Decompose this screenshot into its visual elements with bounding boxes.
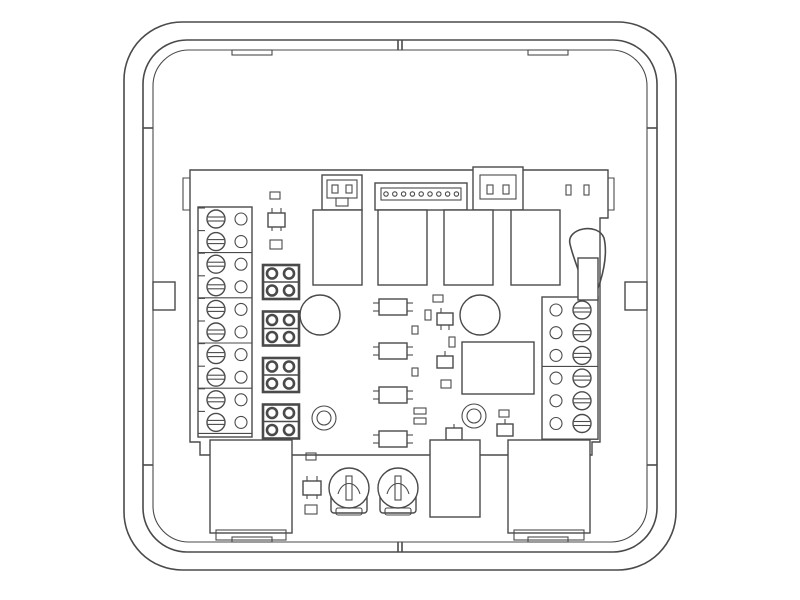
header-pin <box>427 191 433 197</box>
jumper-pin <box>282 406 296 420</box>
jumper-pin <box>265 423 279 437</box>
wire-entry <box>234 370 248 384</box>
jumper-pin <box>265 313 279 327</box>
screw-terminal <box>206 299 226 320</box>
header-pin <box>392 191 398 197</box>
jumper-pin <box>265 360 279 373</box>
pin-header-connector <box>374 182 468 211</box>
screw-terminal <box>572 391 592 411</box>
jumper-pin <box>265 377 279 390</box>
wire-entry <box>549 348 563 362</box>
header-pin <box>418 191 424 197</box>
jumper-blocks <box>261 263 301 440</box>
wire-entry <box>234 348 248 362</box>
transformer <box>429 439 481 518</box>
jumper-pin <box>282 330 296 344</box>
wire-entry <box>234 257 248 271</box>
wire-entry <box>234 302 248 316</box>
screw-terminal <box>572 300 592 320</box>
jumper-pin <box>282 313 296 327</box>
screw-terminal <box>206 254 226 274</box>
screw-terminal <box>206 344 226 365</box>
wire-entry <box>234 212 248 226</box>
screw-terminal <box>206 322 226 342</box>
screw-terminal <box>206 367 226 387</box>
top-connector-right <box>472 166 524 211</box>
screw-terminal <box>206 277 226 297</box>
wire-entry <box>549 326 563 340</box>
round-components <box>299 294 501 431</box>
screw-terminal <box>206 390 226 410</box>
bottom-entry-blocks <box>209 439 591 541</box>
jumper-pin <box>282 360 296 373</box>
jumper-pin <box>265 330 279 344</box>
header-pin <box>400 191 407 197</box>
capacitor-left <box>328 467 370 516</box>
top-connector-left <box>321 174 363 211</box>
wire-entry <box>234 415 248 429</box>
right-terminal-block <box>541 296 599 440</box>
jumper-pin <box>282 377 296 390</box>
wire-entry <box>549 394 563 408</box>
screw-terminal <box>572 368 592 388</box>
electrolytic-capacitors <box>328 467 419 516</box>
jumper-pin <box>282 423 296 437</box>
optocoupler <box>373 430 413 448</box>
optocoupler <box>373 342 413 360</box>
wire-entry <box>549 303 563 317</box>
screw-terminal <box>572 323 592 343</box>
ic-chip <box>461 341 535 395</box>
header-pin <box>444 191 451 197</box>
jumper-block <box>261 263 301 301</box>
left-terminal-block <box>197 206 253 438</box>
terminal-housing <box>541 296 599 440</box>
wire-entry <box>549 416 563 431</box>
optocoupler <box>373 298 413 316</box>
relays <box>312 209 561 286</box>
jumper-pin <box>265 406 279 420</box>
jumper-pin <box>265 267 279 280</box>
smd-components <box>267 191 514 515</box>
jumper-block <box>261 356 301 394</box>
screw-terminal <box>206 231 226 252</box>
header-pin <box>436 191 442 197</box>
jumper-pin <box>282 284 296 297</box>
jumper-pin <box>265 284 279 297</box>
optocoupler <box>373 386 413 404</box>
capacitor-right <box>377 467 419 516</box>
wire-entry <box>234 325 248 339</box>
screw-terminal <box>572 413 592 434</box>
led-indicators <box>565 184 590 196</box>
header-pin <box>383 191 389 197</box>
wire-entry <box>234 280 248 294</box>
jumper-pin <box>282 267 296 280</box>
optocouplers <box>373 298 413 448</box>
jumper-block <box>261 403 301 440</box>
jumper-block <box>261 310 301 347</box>
screw-terminal <box>572 345 592 366</box>
wire-entry <box>549 371 563 385</box>
cable-grommet <box>569 227 607 301</box>
screw-terminal <box>206 209 226 229</box>
wire-entry <box>234 235 248 249</box>
header-pin <box>409 191 416 197</box>
wire-entry <box>234 393 248 407</box>
screw-terminal <box>206 412 226 433</box>
header-pin <box>453 191 460 197</box>
